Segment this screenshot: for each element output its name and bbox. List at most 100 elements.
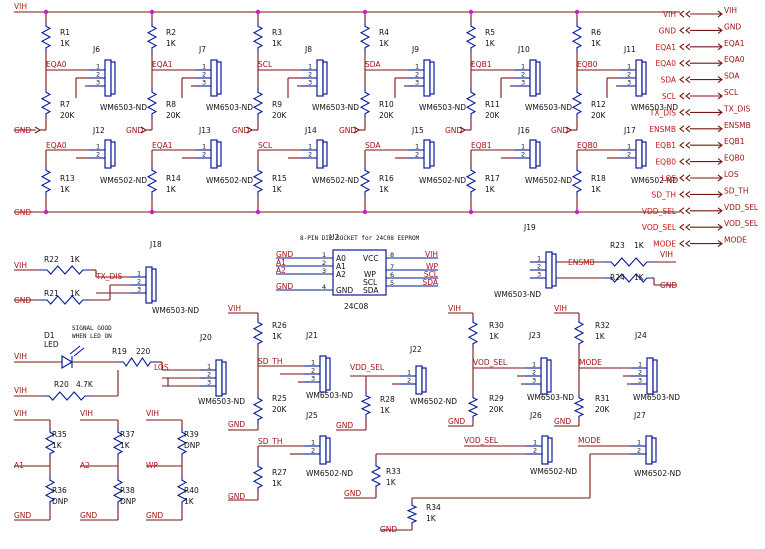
- resistor-value: 1K: [634, 273, 645, 282]
- port-los: LOS: [661, 174, 676, 183]
- connector-part: WM6503-ND: [525, 103, 572, 112]
- eeprom-pin-a1: A1: [336, 262, 346, 271]
- net-vih: VIH: [14, 409, 27, 418]
- resistor-ref: R19: [112, 347, 127, 356]
- pin-number: 2: [407, 377, 411, 385]
- resistor-value: 1K: [379, 185, 390, 194]
- connector-j6: [104, 59, 112, 97]
- resistor-value: 1K: [591, 39, 602, 48]
- port-arrow: [679, 190, 685, 198]
- resistor-value: 1K: [634, 241, 645, 250]
- resistor-value: 1K: [386, 478, 397, 487]
- resistor-value: 1K: [485, 185, 496, 194]
- resistor-ref: R33: [386, 467, 401, 476]
- net-vih: VIH: [554, 304, 567, 313]
- resistor-r27: [252, 462, 264, 492]
- port-net-label: VIH: [724, 6, 737, 15]
- pin-number: 1: [627, 143, 631, 151]
- eeprom-net: A1: [276, 258, 286, 267]
- pin-number: 3: [96, 79, 100, 87]
- connector-j13: [210, 139, 218, 169]
- resistor-r40: [176, 476, 188, 506]
- port-arrow: [717, 59, 723, 67]
- connector-part: WM6502-ND: [100, 176, 147, 185]
- net-vih: VIH: [660, 250, 673, 259]
- pin-number: 2: [627, 151, 631, 159]
- resistor-ref: R6: [591, 28, 601, 37]
- connector-body: [641, 141, 647, 167]
- resistor-ref: R40: [184, 486, 199, 495]
- resistor-value: 20K: [379, 111, 395, 120]
- resistor-value: DNP: [52, 497, 68, 506]
- port-arrow: [717, 223, 723, 231]
- resistor-r28: [360, 392, 372, 418]
- connector-part: WM6502-ND: [410, 397, 457, 406]
- connector-ref: J25: [305, 411, 318, 420]
- net-gnd: GND: [14, 208, 31, 217]
- resistor-ref: R29: [489, 394, 504, 403]
- pin-number: 1: [407, 369, 411, 377]
- resistor-ref: R14: [166, 174, 181, 183]
- connector-j25: [319, 435, 327, 465]
- resistor-r13: [40, 166, 52, 196]
- led-ref: D1: [44, 331, 55, 340]
- resistor-r3: [252, 22, 264, 52]
- resistor-value: 20K: [272, 405, 288, 414]
- net-gnd: GND: [445, 126, 462, 135]
- pin-number: 2: [533, 447, 537, 455]
- resistor-value: 1K: [595, 332, 606, 341]
- pin-number: 2: [532, 369, 536, 377]
- connector-part: WM6502-ND: [206, 176, 253, 185]
- connector-part: WM6503-ND: [306, 391, 353, 400]
- connector-ref: J16: [517, 126, 530, 135]
- connector-body: [421, 367, 427, 393]
- pin-number: 1: [96, 143, 100, 151]
- resistor-ref: R35: [52, 430, 67, 439]
- eeprom-net: SCL: [424, 270, 439, 279]
- port-vod-sel: VOD_SEL: [642, 223, 677, 232]
- pin-number: 3: [415, 79, 419, 87]
- junction: [43, 209, 49, 215]
- pin-number: 3: [207, 379, 211, 387]
- pin-number: 2: [96, 71, 100, 79]
- net-vih: VIH: [14, 386, 27, 395]
- resistor-value: 1K: [379, 39, 390, 48]
- connector-j11: [635, 59, 643, 97]
- net-arrow: [140, 126, 148, 134]
- pin-number: 2: [638, 369, 642, 377]
- connector-part: WM6502-ND: [631, 176, 678, 185]
- connector-ref: J21: [305, 331, 318, 340]
- connector-ref: J7: [198, 45, 206, 54]
- resistor-value: 1K: [485, 39, 496, 48]
- resistor-value: 1K: [166, 185, 177, 194]
- port-arrow: [679, 158, 685, 166]
- resistor-value: 1K: [60, 39, 71, 48]
- port-net-label: SD_TH: [724, 186, 749, 195]
- net-eqb1: EQB1: [471, 141, 492, 150]
- port-eqa0: EQA0: [655, 59, 676, 68]
- net-gnd: GND: [380, 525, 397, 534]
- pin-number: 3: [311, 375, 315, 383]
- connector-j14: [316, 139, 324, 169]
- resistor-value: 1K: [166, 39, 177, 48]
- port-arrow: [685, 125, 691, 133]
- resistor-value: 1K: [70, 255, 81, 264]
- net-eqb0: EQB0: [577, 60, 598, 69]
- net-eqa0: EQA0: [46, 60, 67, 69]
- resistor-value: 1K: [489, 332, 500, 341]
- resistor-value: 1K: [380, 406, 391, 415]
- net-vih: VIH: [80, 409, 93, 418]
- connector-j18: [145, 266, 153, 304]
- connector-ref: J26: [529, 411, 542, 420]
- connector-part: WM6503-ND: [198, 397, 245, 406]
- components: [40, 9, 658, 526]
- resistor-value: 1K: [426, 514, 437, 523]
- net-sda: SDA: [365, 60, 381, 69]
- connector-j17: [635, 139, 643, 169]
- connector-ref: J14: [304, 126, 317, 135]
- net-gnd: GND: [551, 126, 568, 135]
- connector-body: [546, 359, 552, 393]
- resistor-value: 4.7K: [76, 380, 94, 389]
- resistor-ref: R8: [166, 100, 176, 109]
